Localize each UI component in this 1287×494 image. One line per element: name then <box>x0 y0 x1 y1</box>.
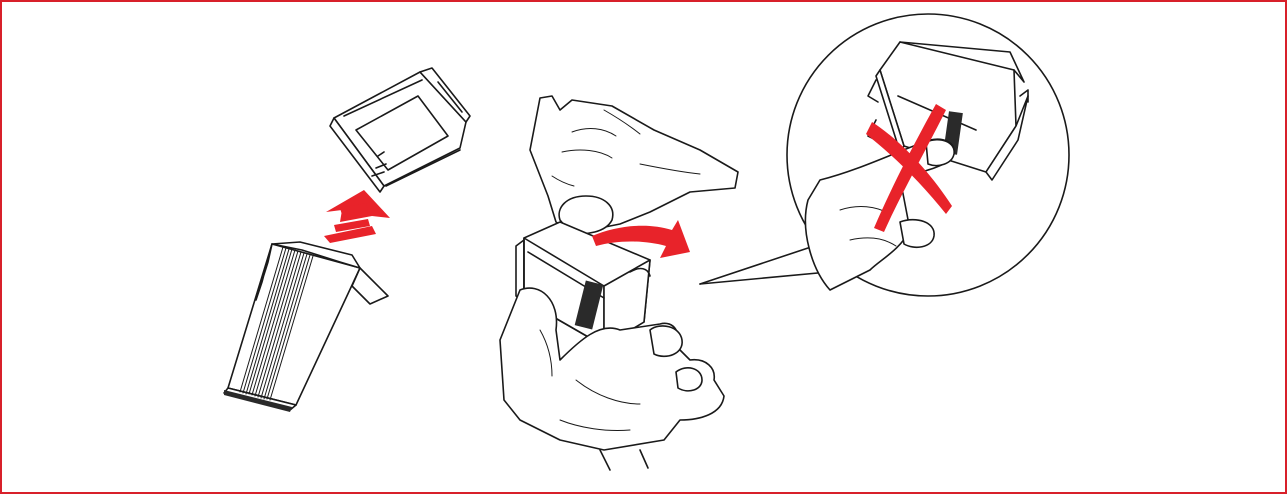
ink-package <box>224 242 388 412</box>
upper-hand <box>530 96 738 234</box>
upward-arrow-icon <box>324 190 390 243</box>
ink-cartridge-top <box>330 68 470 192</box>
